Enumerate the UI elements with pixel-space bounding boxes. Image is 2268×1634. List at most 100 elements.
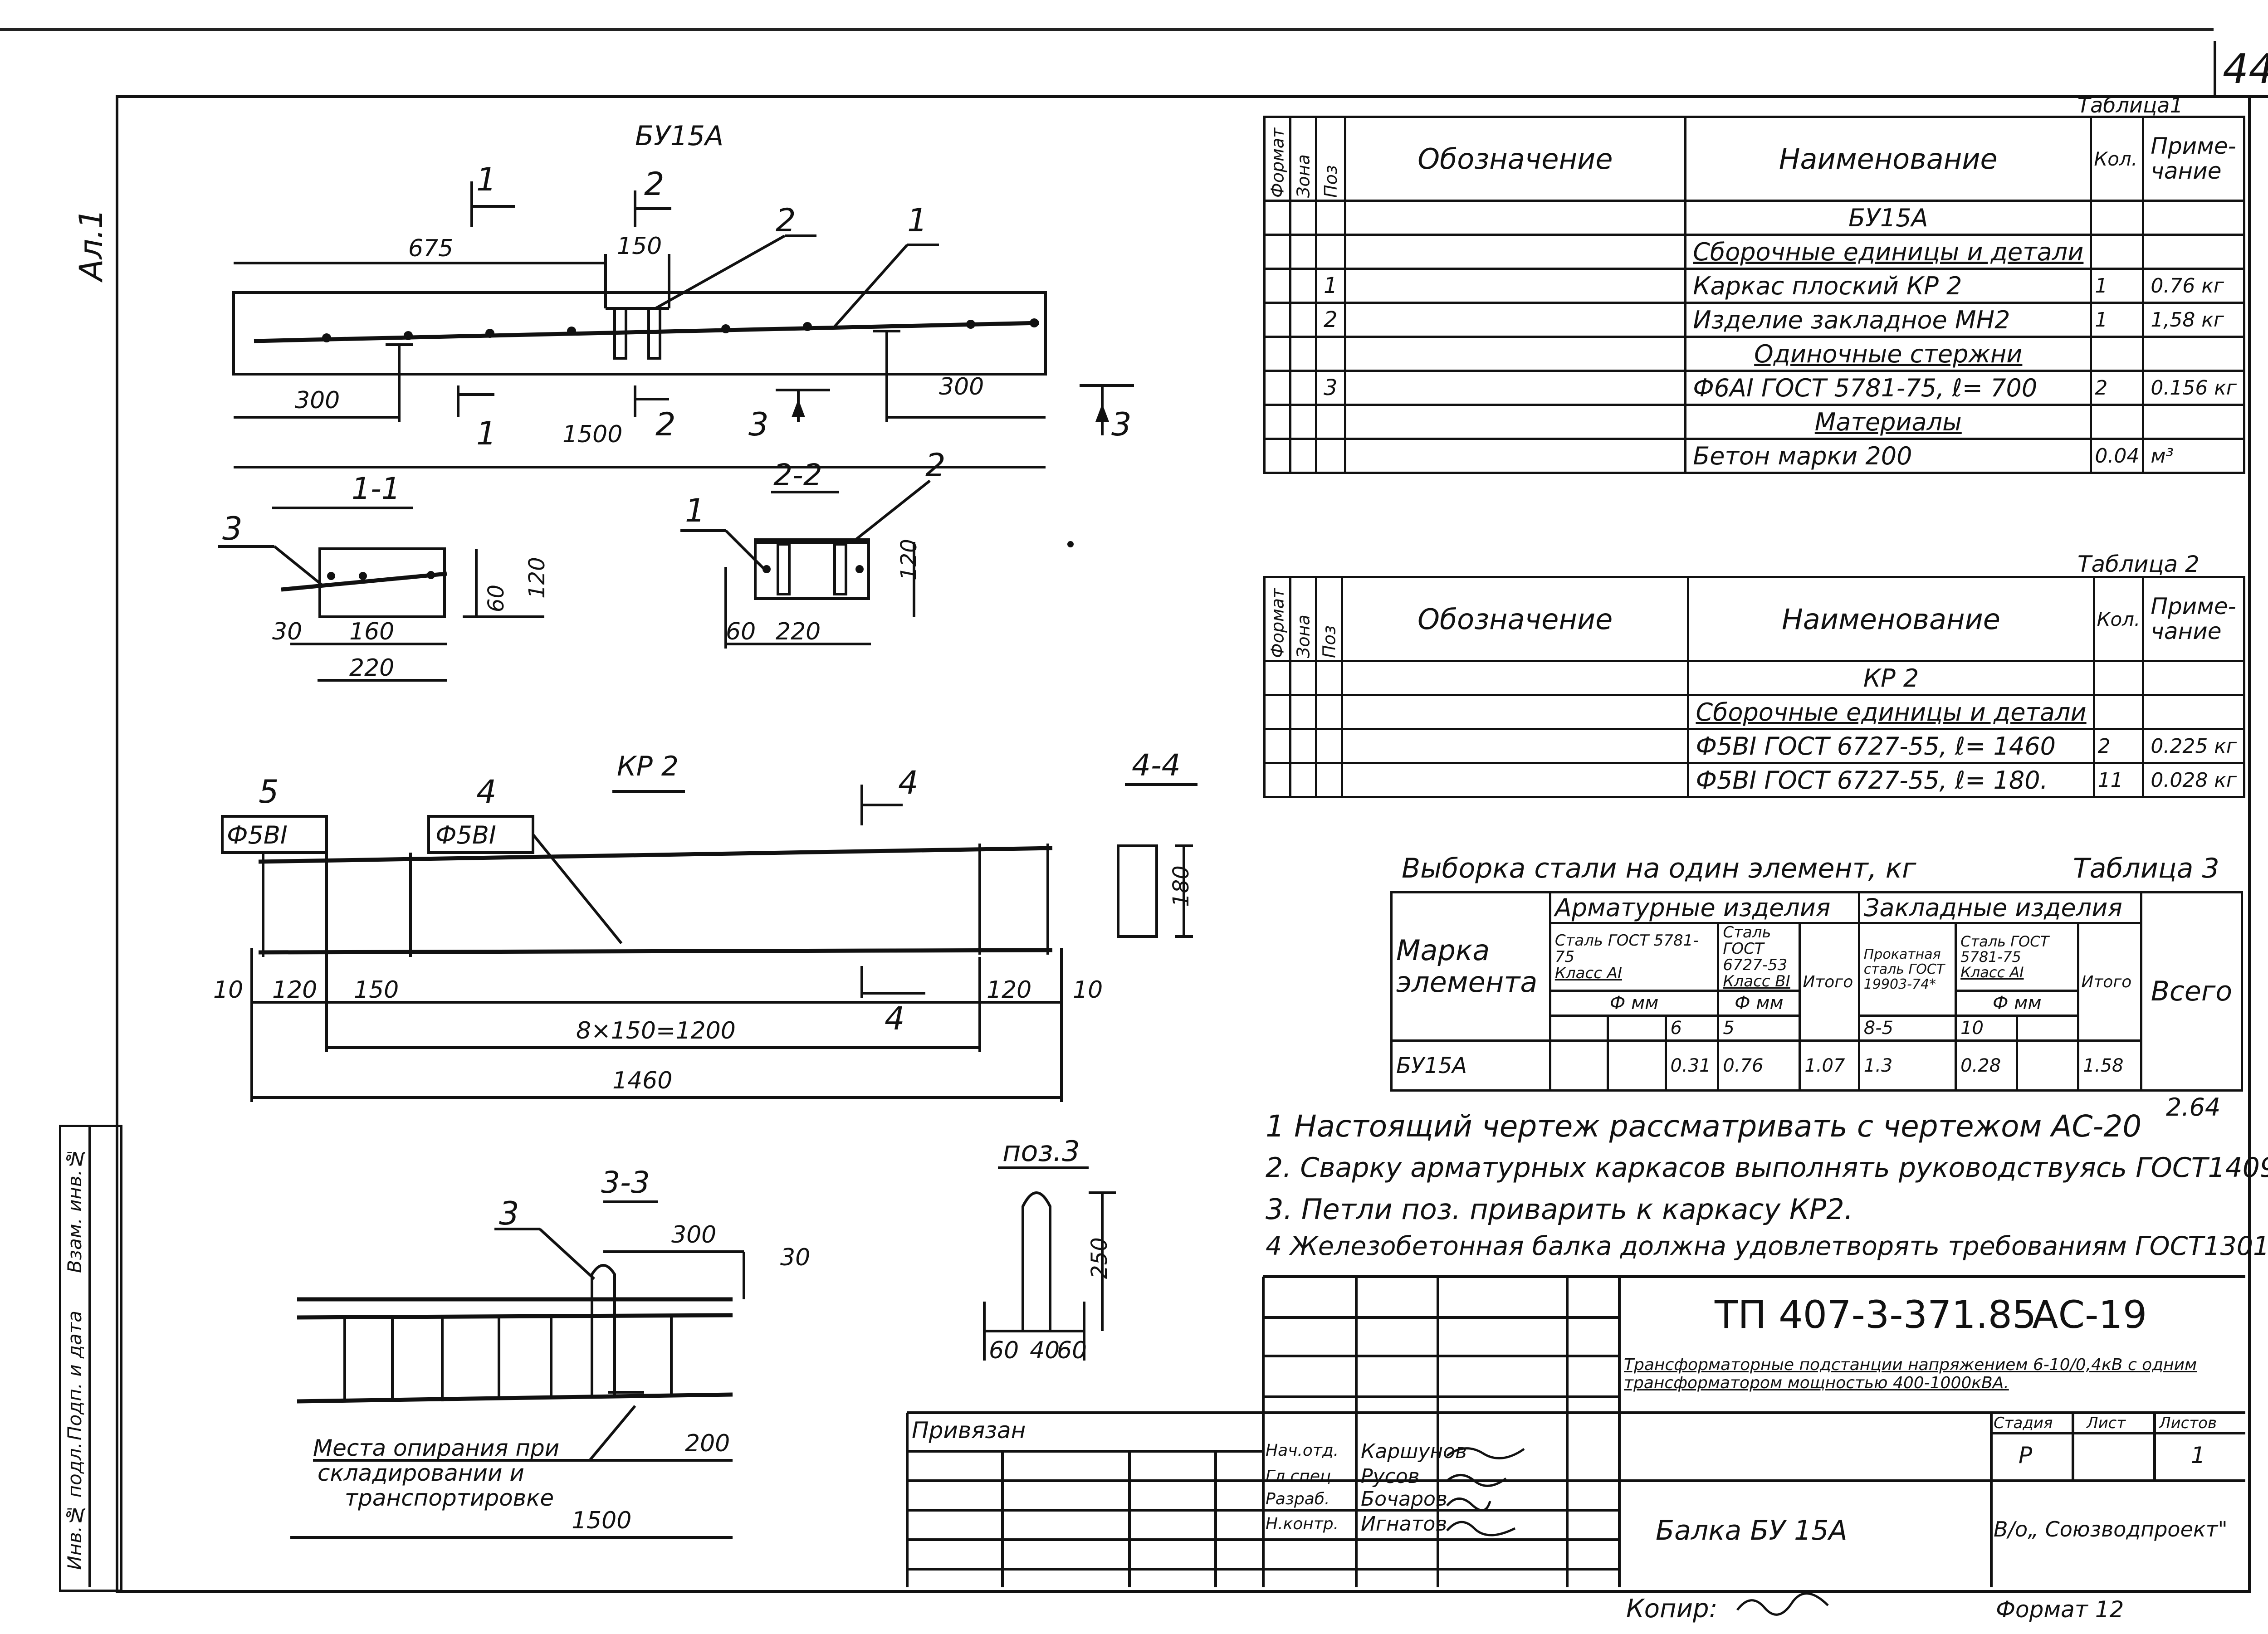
table1-cell-format <box>1263 438 1291 474</box>
t3-itogo2: 1.58 <box>2077 1039 2142 1092</box>
note-1: 1 Настоящий чертеж рассматривать с черте… <box>1266 1109 2142 1144</box>
dim-60-b: 60 <box>726 618 756 645</box>
table1-cell-designation <box>1344 404 1687 440</box>
beam-outline <box>232 291 1047 376</box>
table1-cell-format <box>1263 404 1291 440</box>
dim-200: 200 <box>685 1430 730 1457</box>
signatures <box>1446 1447 1525 1536</box>
dim-675: 675 <box>408 235 453 262</box>
role-2: Гл.спец. <box>1266 1467 1336 1486</box>
t3-dia2: Ф мм <box>1717 990 1801 1017</box>
callout-4: 4 <box>476 773 497 810</box>
table2-cell-format <box>1263 660 1291 696</box>
table1-cell-name: Изделие закладное МН2 <box>1684 302 2092 338</box>
t3-rebar-header: Арматурные изделия <box>1549 891 1860 924</box>
callout-1: 1 <box>907 202 928 239</box>
table1-cell-pos <box>1315 200 1346 236</box>
technical-drawings: БУ15А КР 2 1-1 2-2 3-3 4-4 поз.3 Ф5ВI Ф5… <box>213 120 1198 1539</box>
table1-cell-name: БУ15А <box>1684 200 2092 236</box>
dim-120-a: 120 <box>272 976 317 1004</box>
t3-c-empty2 <box>1607 1015 1667 1042</box>
cut-4-bottom: 4 <box>885 1000 905 1037</box>
table1-cell-pos <box>1315 404 1346 440</box>
table2-cell-designation <box>1340 728 1690 764</box>
dim-300-left: 300 <box>295 387 340 414</box>
top-rule <box>0 28 2214 31</box>
callout-5: 5 <box>259 773 279 810</box>
table1-cell-zone <box>1289 268 1317 304</box>
t3-d8: 8-5 <box>1857 1015 1957 1042</box>
table1-h-designation: Обозначение <box>1344 116 1687 202</box>
t3-itogo1-h: Итого <box>1799 922 1860 1042</box>
t3-class1: Класс АI <box>1554 964 1622 982</box>
table1-cell-zone <box>1289 200 1317 236</box>
dim-1460: 1460 <box>612 1067 672 1094</box>
frame-title: КР 2 <box>617 751 679 782</box>
section-2-2: 2-2 <box>773 458 822 493</box>
table2-cell-zone <box>1289 660 1317 696</box>
support-note-2: складировании и <box>318 1460 524 1486</box>
t3-class3: Класс АI <box>1960 964 2024 981</box>
dim-8x150: 8×150=1200 <box>576 1017 736 1044</box>
table2-cell-designation <box>1340 660 1690 696</box>
t3-v8: 1.3 <box>1857 1039 1957 1092</box>
table2-h-note: Приме- чание <box>2142 576 2245 662</box>
table1-cell-zone <box>1289 370 1317 406</box>
beam-rebar <box>254 321 1039 343</box>
t3-embed-header: Закладные изделия <box>1857 891 2142 924</box>
dim-120-vert-b: 120 <box>896 539 922 580</box>
table3-caption: Таблица 3 <box>2073 853 2219 884</box>
dim-60-d: 60 <box>1057 1337 1087 1364</box>
name-4: Игнатов <box>1361 1512 1447 1536</box>
t3-grand-total: Всего <box>2140 891 2244 1092</box>
t3-v6: 0.31 <box>1664 1039 1720 1092</box>
table1-cell-name: Ф6АI ГОСТ 5781-75, ℓ= 700 <box>1684 370 2092 406</box>
t3-total: 2.64 <box>2166 1093 2221 1122</box>
t3-e3 <box>2016 1039 2080 1092</box>
dim-40: 40 <box>1030 1337 1060 1364</box>
support-note-3: транспортировке <box>345 1485 554 1511</box>
dim-160: 160 <box>349 618 394 645</box>
table1-cell-qty: 1 <box>2090 302 2145 338</box>
section-1-1: 1-1 <box>352 471 401 506</box>
sheets-label: Листов <box>2159 1414 2217 1432</box>
table1-cell-zone <box>1289 302 1317 338</box>
dim-60-c: 60 <box>989 1337 1019 1364</box>
note-3: 3. Петли поз. приварить к каркасу КР2. <box>1266 1193 1853 1226</box>
organization: В/о„ Союзводпроект" <box>1994 1517 2228 1541</box>
note-4: 4 Железобетонная балка должна удовлетвор… <box>1266 1231 2268 1261</box>
t3-c-empty3 <box>2016 1015 2080 1042</box>
t3-dia3: Ф мм <box>1955 990 2080 1017</box>
table1-cell-zone <box>1289 336 1317 372</box>
cut-1-bottom: 1 <box>476 415 497 452</box>
table1-cell-qty: 0.04 <box>2090 438 2145 474</box>
bound-label: Привязан <box>912 1417 1026 1444</box>
table1-cell-pos <box>1315 336 1346 372</box>
format-label: Формат 12 <box>1996 1596 2124 1623</box>
table1-cell-note <box>2142 336 2245 372</box>
table1-cell-note: 0.156 кг <box>2142 370 2245 406</box>
table2-cell-name: КР 2 <box>1687 660 2095 696</box>
table1-row: Одиночные стержни <box>1263 336 2245 372</box>
table1-cell-name: Каркас плоский КР 2 <box>1684 268 2092 304</box>
dim-300-right: 300 <box>939 373 984 400</box>
table1: Формат Зона Поз Обозначение Наименование… <box>1263 116 2245 474</box>
table1-cell-pos <box>1315 234 1346 270</box>
table2-cell-designation <box>1340 762 1690 798</box>
table1-cell-note <box>2142 234 2245 270</box>
note-2: 2. Сварку арматурных каркасов выполнять … <box>1266 1152 2268 1184</box>
t3-e1 <box>1549 1039 1609 1092</box>
table1-cell-qty: 1 <box>2090 268 2145 304</box>
table1-cell-qty <box>2090 200 2145 236</box>
table2-cell-note: 0.225 кг <box>2142 728 2245 764</box>
t3-c-empty1 <box>1549 1015 1609 1042</box>
drawing-frame <box>116 95 2251 1593</box>
table1-cell-note: 1,58 кг <box>2142 302 2245 338</box>
table2-cell-zone <box>1289 728 1317 764</box>
table1-h-qty: Кол. <box>2090 116 2145 202</box>
